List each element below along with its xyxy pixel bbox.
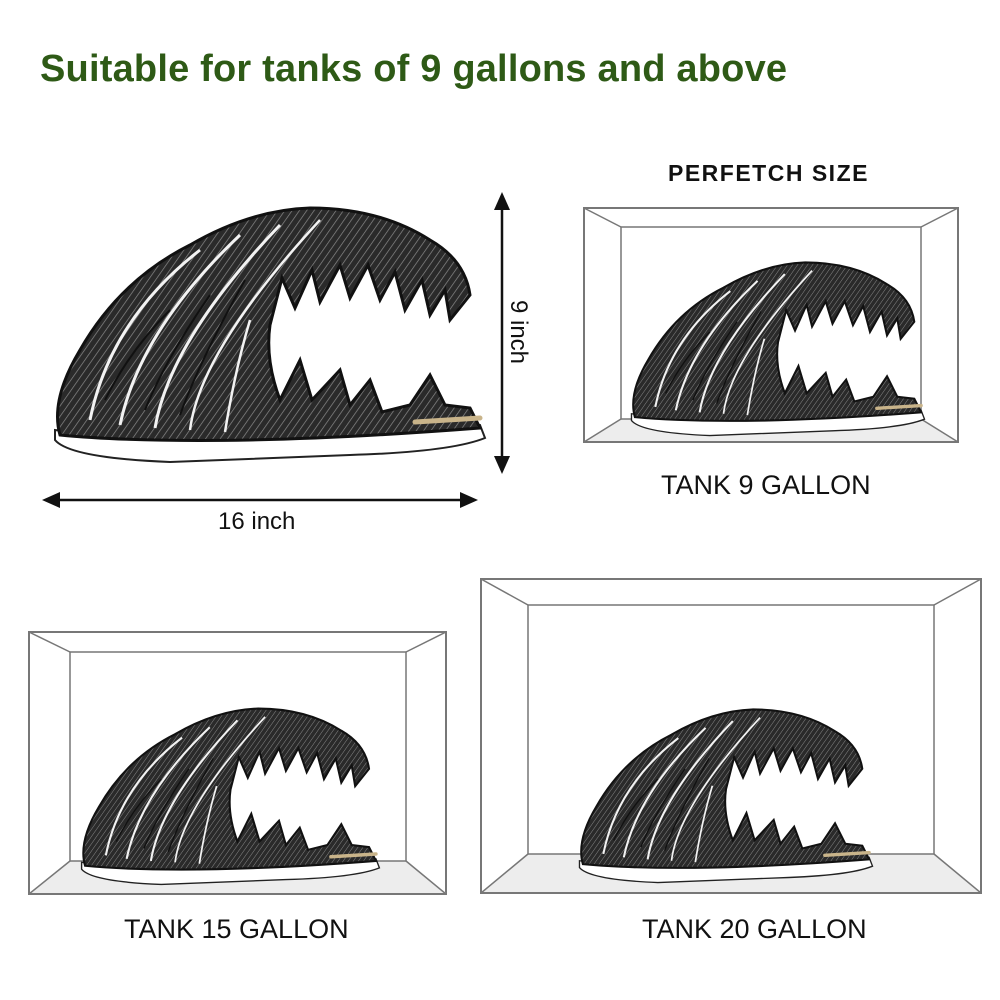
product-ornament-image — [50, 200, 490, 470]
tank-9-gallon-label: TANK 9 GALLON — [661, 470, 871, 500]
section-title: PERFETCH SIZE — [668, 160, 869, 186]
headline-title: Suitable for tanks of 9 gallons and abov… — [40, 48, 788, 90]
skull-cave-ornament-icon — [50, 200, 490, 470]
tank-20-gallon-diagram — [480, 578, 982, 894]
double-arrow-vertical-icon — [494, 192, 510, 474]
width-label: 16 inch — [218, 508, 296, 535]
tank-15-gallon-label: TANK 15 GALLON — [124, 914, 349, 944]
skull-cave-ornament-icon — [628, 257, 928, 441]
tank-9-gallon-diagram — [583, 207, 959, 443]
double-arrow-horizontal-icon — [42, 492, 478, 508]
tank-15-gallon-diagram — [28, 631, 447, 895]
skull-cave-ornament-icon — [78, 703, 383, 890]
skull-cave-ornament-icon — [576, 704, 876, 888]
height-label: 9 inch — [505, 299, 532, 365]
tank-20-gallon-label: TANK 20 GALLON — [642, 914, 867, 944]
